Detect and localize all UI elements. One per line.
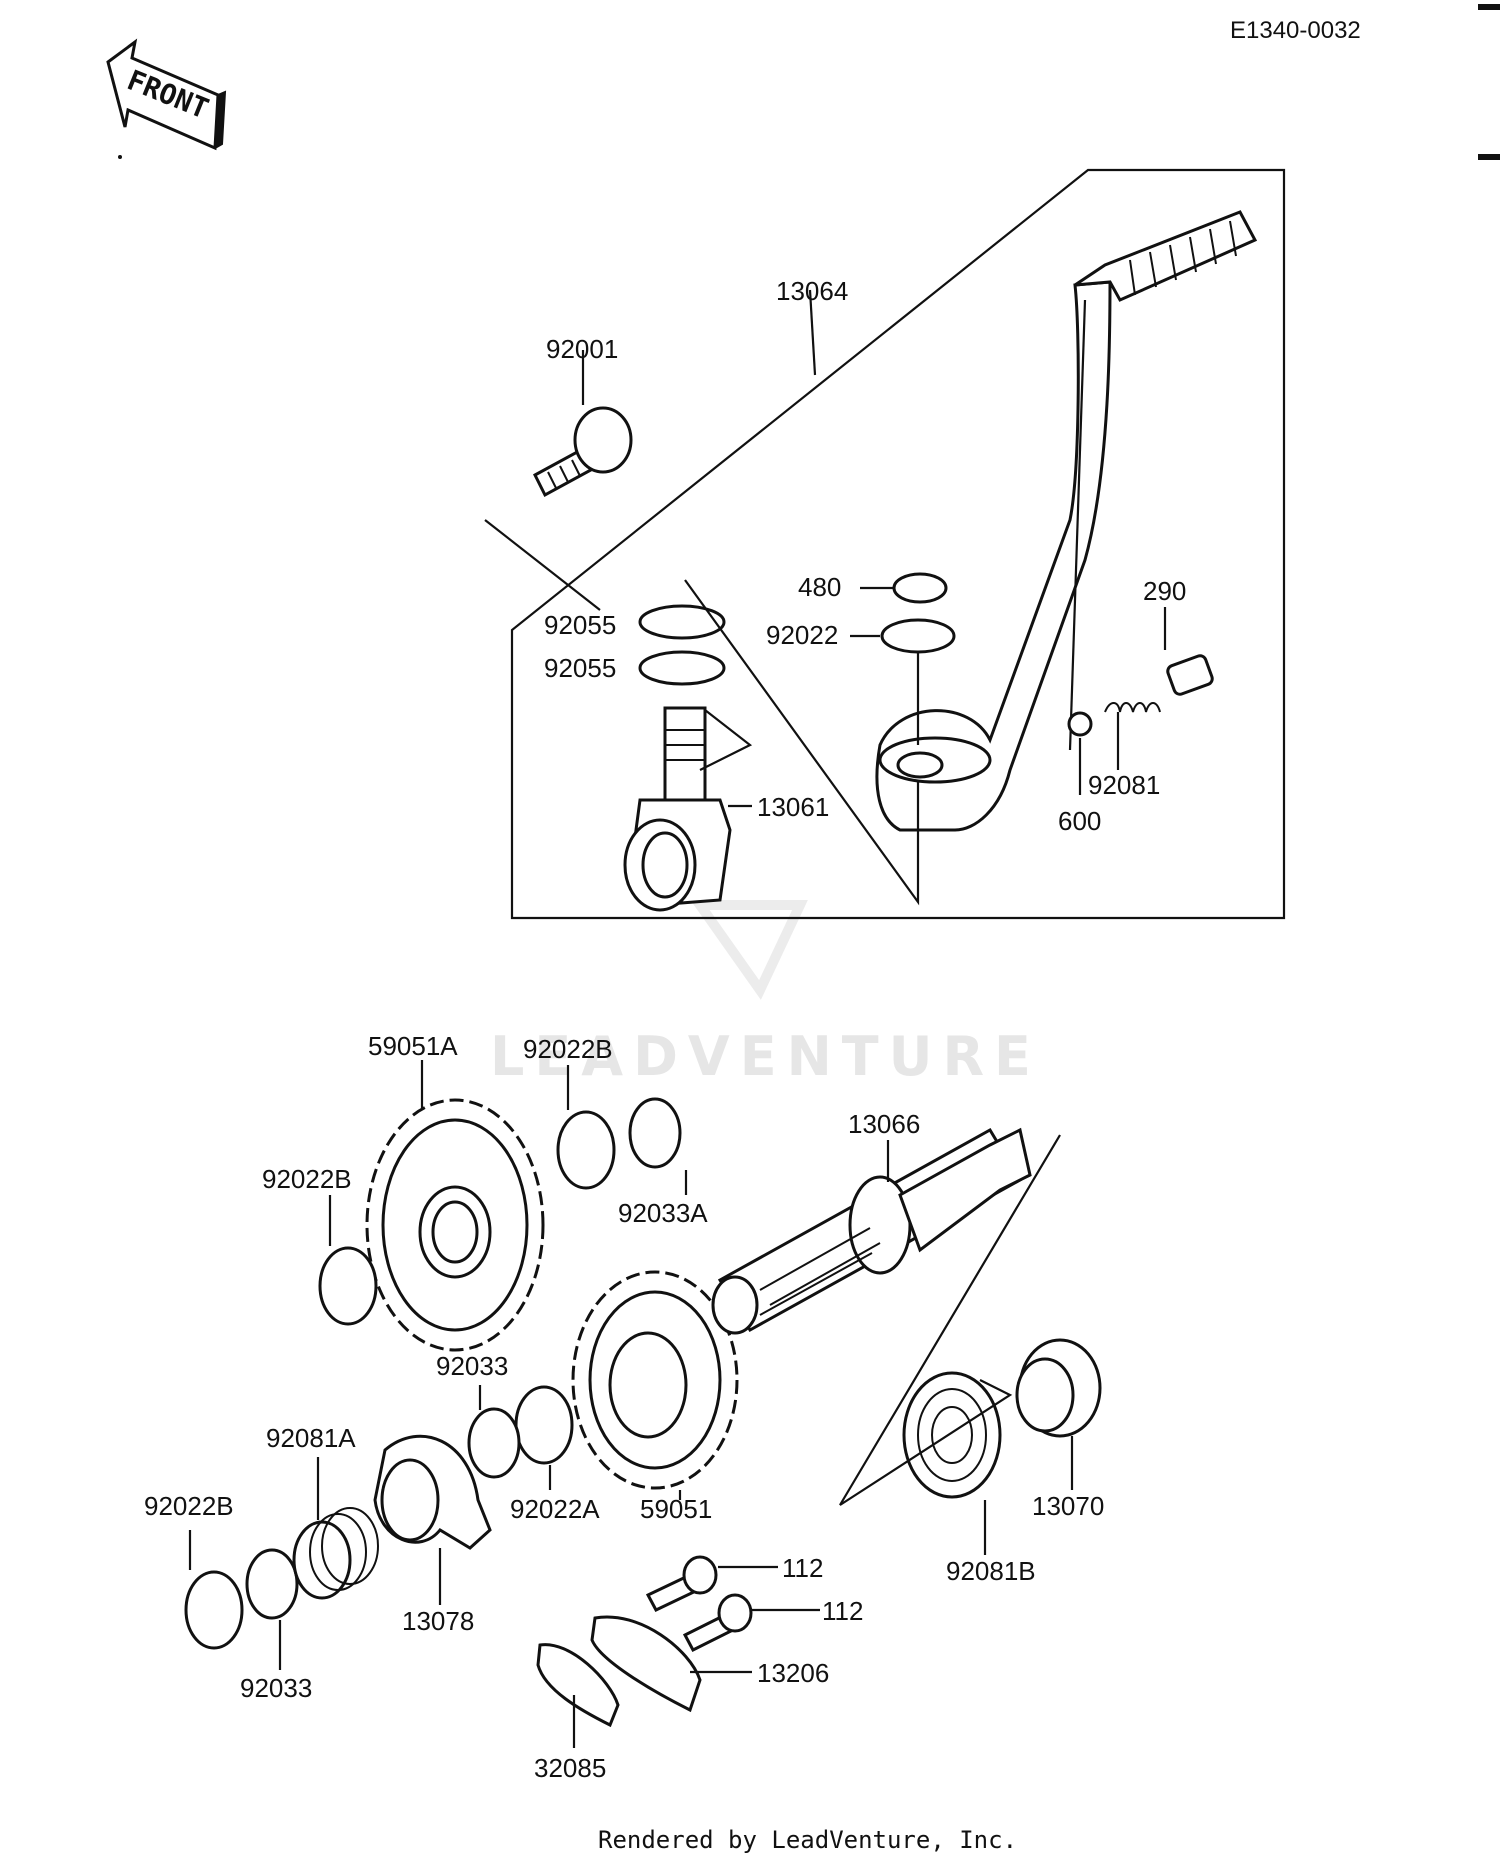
circlip-92033A [628,1097,682,1169]
plate-32085 [536,1643,620,1728]
kick-pedal-lever [875,210,1258,832]
spring-92081B [902,1371,1002,1499]
label-92055-b: 92055 [544,653,616,683]
spring-92081 [1104,702,1161,713]
label-92055-a: 92055 [544,610,616,640]
leader-lines-upper [484,289,1167,906]
spring-92081A [292,1507,379,1600]
circlip-92033-mid [467,1407,521,1479]
label-92001: 92001 [546,334,618,364]
label-92022B-left: 92022B [262,1164,352,1194]
kick-shaft-13061 [623,706,732,912]
bolt-112-upper [645,1555,718,1612]
diagram-code: E1340-0032 [1230,17,1361,44]
leader-lines-lower [188,1060,1074,1748]
label-59051A: 59051A [368,1031,458,1061]
circlip-92055-upper [638,604,726,640]
label-13064: 13064 [776,276,848,306]
label-92081B: 92081B [946,1556,1036,1586]
label-92022B-top: 92022B [523,1034,613,1064]
label-92022: 92022 [766,620,838,650]
watermark: LEADVENTURE [490,1025,1041,1088]
label-13061: 13061 [757,792,829,822]
label-92022B-bottom: 92022B [144,1491,234,1521]
watermark-logo [690,900,808,1000]
front-arrow-icon: FRONT [106,38,227,151]
washer-92022A [514,1385,574,1465]
guide-13070 [1015,1338,1102,1438]
gear-59051 [571,1270,739,1490]
label-32085: 32085 [534,1753,606,1783]
gear-59051A [365,1098,545,1352]
washer-92022 [880,618,956,654]
label-92081: 92081 [1088,770,1160,800]
washer-92022B-top [556,1110,616,1190]
label-92033-bottom: 92033 [240,1673,312,1703]
shaft-13066 [711,1127,1032,1335]
assembly-frame-upper [510,168,1286,920]
label-13206: 13206 [757,1658,829,1688]
ratchet-13078 [373,1434,492,1550]
ball-600 [1067,711,1093,737]
label-92033A: 92033A [618,1198,708,1228]
edge-mark-bottom [1478,154,1500,160]
circlip-92033-bottom [245,1548,299,1620]
edge-mark-top [1478,4,1500,10]
label-112-b: 112 [822,1596,863,1626]
label-112-a: 112 [782,1553,823,1583]
bolt-92001 [533,406,633,498]
footer-rendered-by: Rendered by LeadVenture, Inc. [598,1826,1017,1854]
label-92033-mid: 92033 [436,1351,508,1381]
label-92081A: 92081A [266,1423,356,1453]
washer-92022B-left [318,1246,378,1326]
bolt-112-lower [682,1593,753,1652]
plug-290 [1166,654,1214,696]
label-290: 290 [1143,576,1186,606]
washer-480 [892,572,948,604]
label-13066: 13066 [848,1109,920,1139]
label-600: 600 [1058,806,1101,836]
label-92022A: 92022A [510,1494,600,1524]
label-480: 480 [798,572,841,602]
plate-13206 [590,1615,702,1713]
label-13078: 13078 [402,1606,474,1636]
circlip-92055-lower [638,650,726,686]
label-13070: 13070 [1032,1491,1104,1521]
label-59051: 59051 [640,1494,712,1524]
washer-92022B-bottom [184,1570,244,1650]
